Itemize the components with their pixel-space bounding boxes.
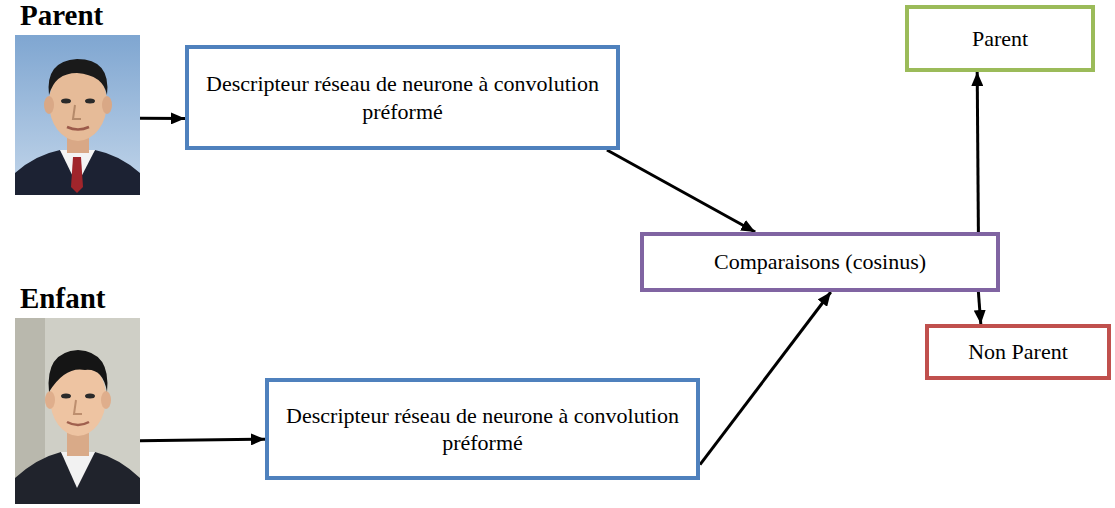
- box-label: Descripteur réseau de neurone à convolut…: [201, 70, 604, 125]
- arrow-connector: [978, 292, 980, 324]
- photo-heading: Enfant: [20, 283, 105, 315]
- child-photo: [15, 318, 140, 504]
- arrow-connector: [607, 150, 755, 232]
- box-label: Descripteur réseau de neurone à convolut…: [281, 402, 684, 457]
- photo-node: Parent: [15, 0, 145, 30]
- arrow-connector: [140, 439, 265, 441]
- arrow-connector: [140, 117, 185, 120]
- compare-box: Comparaisons (cosinus): [640, 232, 1000, 292]
- process-box: Descripteur réseau de neurone à convolut…: [265, 378, 700, 480]
- box-label: Non Parent: [968, 338, 1068, 366]
- result-box: Parent: [905, 5, 1095, 72]
- photo-node: Enfant: [15, 283, 145, 313]
- box-label: Comparaisons (cosinus): [714, 248, 926, 276]
- result-box: Non Parent: [925, 324, 1111, 380]
- arrow-connector: [700, 292, 831, 465]
- photo-heading: Parent: [20, 0, 103, 32]
- process-box: Descripteur réseau de neurone à convolut…: [185, 45, 620, 150]
- arrow-connector: [977, 72, 978, 232]
- parent-photo: [15, 35, 140, 195]
- box-label: Parent: [972, 25, 1028, 53]
